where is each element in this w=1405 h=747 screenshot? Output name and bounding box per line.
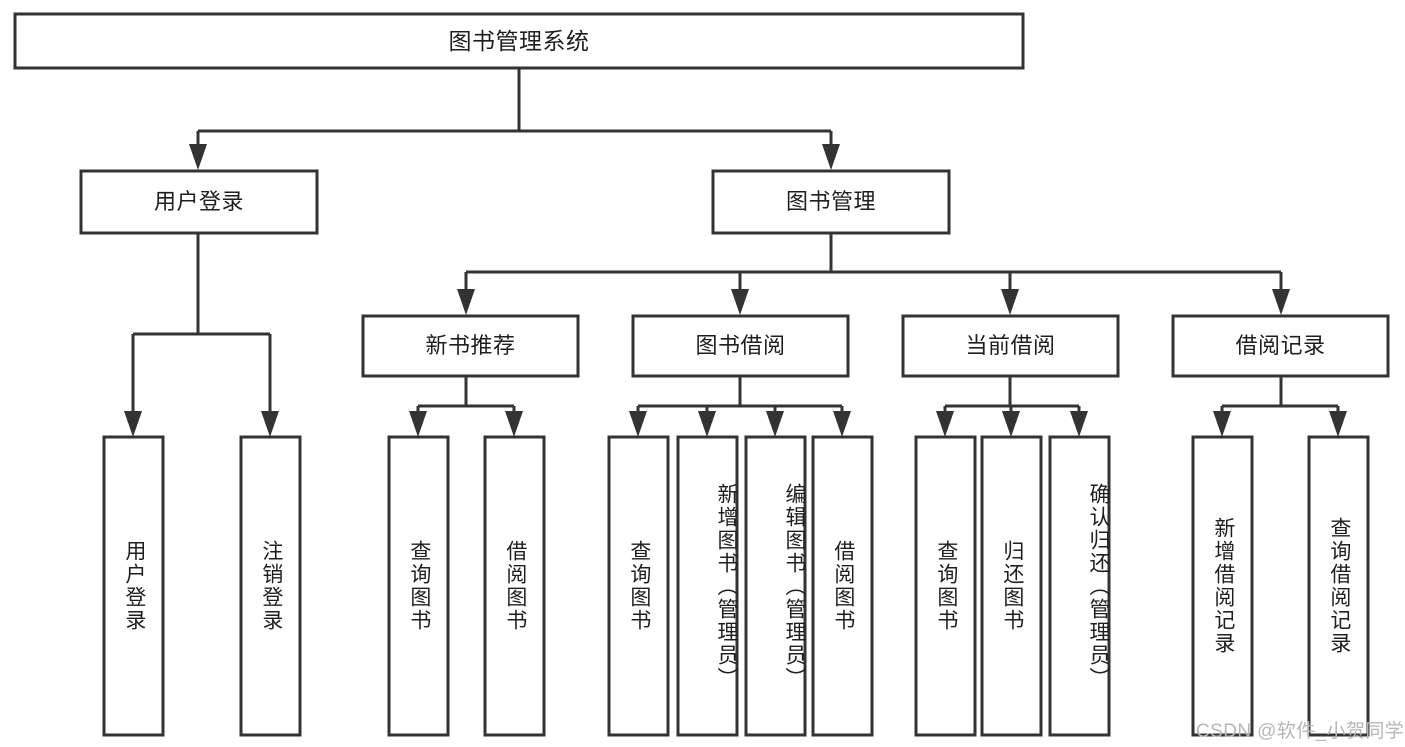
arrow-bookborrow-leaf-1 (629, 411, 647, 437)
arrow-bookmgmt-to-newbook (457, 289, 475, 315)
node-box-leaf-return-book[interactable] (980, 435, 1043, 737)
node-box-book-management[interactable] (711, 169, 951, 235)
connector-group-user-login (124, 233, 279, 437)
arrow-bookmgmt-to-currentborrow (1001, 289, 1019, 315)
connector-group-book-management (457, 233, 1290, 315)
connector-group-book-borrow (629, 376, 851, 437)
connector-group-root (189, 68, 840, 170)
arrow-currentborrow-leaf-1 (936, 411, 954, 437)
arrow-bookborrow-leaf-4 (833, 411, 851, 437)
node-box-leaf-logout-login[interactable] (239, 435, 302, 737)
arrow-root-to-userlogin (189, 144, 207, 170)
node-box-leaf-confirm-return[interactable] (1048, 435, 1111, 737)
arrow-root-to-bookmgmt (822, 144, 840, 170)
arrow-newbook-leaf-2 (505, 411, 523, 437)
node-box-leaf-borrow-book-2[interactable] (811, 435, 874, 737)
csdn-watermark: CSDN @软件_小贺同学 (1196, 721, 1405, 742)
node-box-leaf-query-book-2[interactable] (607, 435, 670, 737)
node-box-leaf-user-login[interactable] (102, 435, 165, 737)
node-box-leaf-add-record[interactable] (1191, 435, 1254, 737)
arrow-currentborrow-leaf-3 (1070, 411, 1088, 437)
node-box-book-borrow[interactable] (631, 314, 850, 378)
arrow-borrowrecord-leaf-1 (1213, 411, 1231, 437)
node-box-leaf-borrow-book-1[interactable] (483, 435, 546, 737)
connector-group-current-borrow (936, 376, 1088, 437)
node-box-leaf-edit-book[interactable] (744, 435, 807, 737)
node-box-leaf-query-record[interactable] (1307, 435, 1370, 737)
node-box-root[interactable] (13, 12, 1025, 70)
node-box-new-book-recommend[interactable] (361, 314, 580, 378)
arrow-bookmgmt-to-borrowrecord (1272, 289, 1290, 315)
arrow-userlogin-leaf-1 (124, 411, 142, 437)
arrow-borrowrecord-leaf-2 (1329, 411, 1347, 437)
arrow-currentborrow-leaf-2 (1002, 411, 1020, 437)
arrow-bookborrow-leaf-3 (766, 411, 784, 437)
node-box-leaf-query-book-3[interactable] (914, 435, 977, 737)
node-box-leaf-add-book[interactable] (676, 435, 739, 737)
node-box-leaf-query-book-1[interactable] (387, 435, 450, 737)
arrow-bookmgmt-to-bookborrow (731, 289, 749, 315)
node-box-borrow-record[interactable] (1171, 314, 1390, 378)
arrow-bookborrow-leaf-2 (698, 411, 716, 437)
connector-group-borrow-record (1213, 376, 1347, 437)
connector-group-new-book-recommend (409, 376, 523, 437)
node-box-current-borrow[interactable] (901, 314, 1120, 378)
node-box-user-login[interactable] (79, 169, 319, 235)
arrow-newbook-leaf-1 (409, 411, 427, 437)
arrow-userlogin-leaf-2 (261, 411, 279, 437)
